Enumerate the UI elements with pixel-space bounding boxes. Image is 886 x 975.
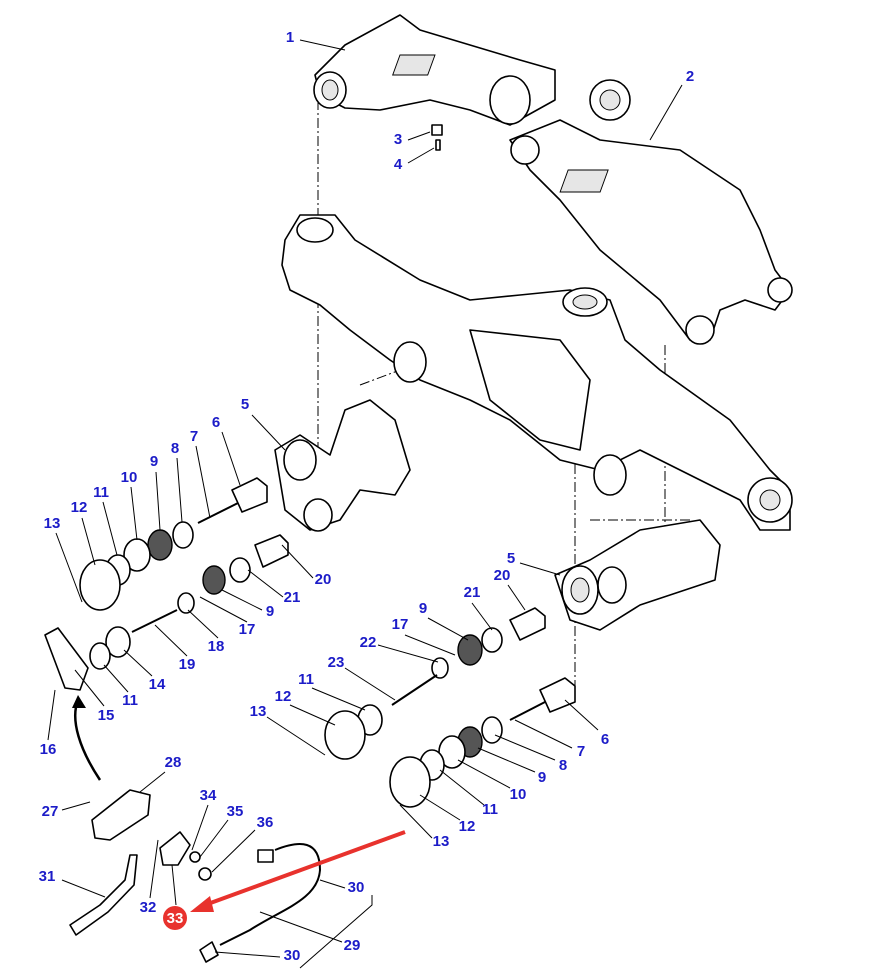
part-label: 5 <box>507 550 515 567</box>
leader-lines <box>47 39 683 958</box>
ring-washer <box>389 756 431 808</box>
pins-and-shafts <box>44 477 576 713</box>
part-label: 31 <box>39 868 56 885</box>
part-label: 7 <box>577 743 585 760</box>
ring-washer <box>229 557 251 583</box>
part-label: 3 <box>394 131 402 148</box>
part-label: 19 <box>179 656 196 673</box>
part-label: 23 <box>328 654 345 671</box>
ring-washer <box>105 626 131 658</box>
part-label: 36 <box>257 814 274 831</box>
part-label: 6 <box>212 414 220 431</box>
axle-housing <box>281 214 793 531</box>
ring-washer <box>431 657 449 679</box>
upper-support-arm <box>313 14 556 151</box>
bushing <box>147 529 173 561</box>
part-label: 12 <box>71 499 88 516</box>
part-label: 18 <box>208 638 225 655</box>
part-label: 4 <box>394 156 403 173</box>
part-label: 17 <box>239 621 256 638</box>
part-label: 11 <box>93 484 109 501</box>
part-label: 30 <box>284 947 301 964</box>
part-label: 10 <box>121 469 138 486</box>
part-label: 20 <box>315 571 332 588</box>
part-label: 22 <box>360 634 377 651</box>
callout-label: 33 <box>167 910 184 927</box>
part-label: 14 <box>149 676 166 693</box>
part-label: 29 <box>344 937 361 954</box>
part-label: 35 <box>227 803 244 820</box>
ring-washer <box>189 851 201 863</box>
part-label: 10 <box>510 786 527 803</box>
part-label: 17 <box>392 616 409 633</box>
part-label: 2 <box>686 68 694 85</box>
part-label: 12 <box>459 818 476 835</box>
part-label: 16 <box>40 741 57 758</box>
callout-badge <box>163 906 187 930</box>
direction-arrow <box>72 695 102 781</box>
ring-washer <box>89 642 111 670</box>
pivot-bracket-right <box>554 519 721 631</box>
part-label: 13 <box>250 703 267 720</box>
bolts <box>131 502 546 721</box>
part-label: 27 <box>42 803 59 820</box>
bushing <box>202 565 226 595</box>
pivot-bracket-left <box>274 399 411 532</box>
lower-support-arm <box>509 79 793 345</box>
part-label: 11 <box>482 801 498 818</box>
highlight-arrow <box>190 830 406 912</box>
ring-washer <box>481 627 503 653</box>
bushing <box>457 634 483 666</box>
ring-washer <box>324 710 366 760</box>
part-label: 28 <box>165 754 182 771</box>
part-label: 9 <box>150 453 158 470</box>
part-label: 15 <box>98 707 115 724</box>
part-label: 8 <box>559 757 567 774</box>
part-label: 9 <box>266 603 274 620</box>
part-label: 5 <box>241 396 249 413</box>
part-label: 21 <box>464 584 481 601</box>
part-label: 20 <box>494 567 511 584</box>
part-label: 30 <box>348 879 365 896</box>
small-parts <box>44 477 576 881</box>
part-label: 11 <box>122 692 138 709</box>
part-label: 12 <box>275 688 292 705</box>
sensor-parts <box>69 789 373 969</box>
part-label: 21 <box>284 589 301 606</box>
highlighted-part-callout[interactable]: 33 <box>163 906 187 930</box>
ring-washer <box>79 559 121 611</box>
part-label: 11 <box>298 671 314 688</box>
part-label: 8 <box>171 440 179 457</box>
part-label: 9 <box>419 600 427 617</box>
part-label: 32 <box>140 899 157 916</box>
ring-washer <box>177 592 195 614</box>
part-label: 34 <box>200 787 217 804</box>
part-label: 1 <box>286 29 294 46</box>
part-label: 13 <box>44 515 61 532</box>
ring-washer <box>172 521 194 549</box>
part-label: 6 <box>601 731 609 748</box>
part-label: 13 <box>433 833 450 850</box>
ring-washer <box>198 867 212 881</box>
part-labels: 1234567891011121320219171819141115165202… <box>39 29 695 964</box>
part-label: 7 <box>190 428 198 445</box>
ring-washer <box>481 716 503 744</box>
part-label: 9 <box>538 769 546 786</box>
